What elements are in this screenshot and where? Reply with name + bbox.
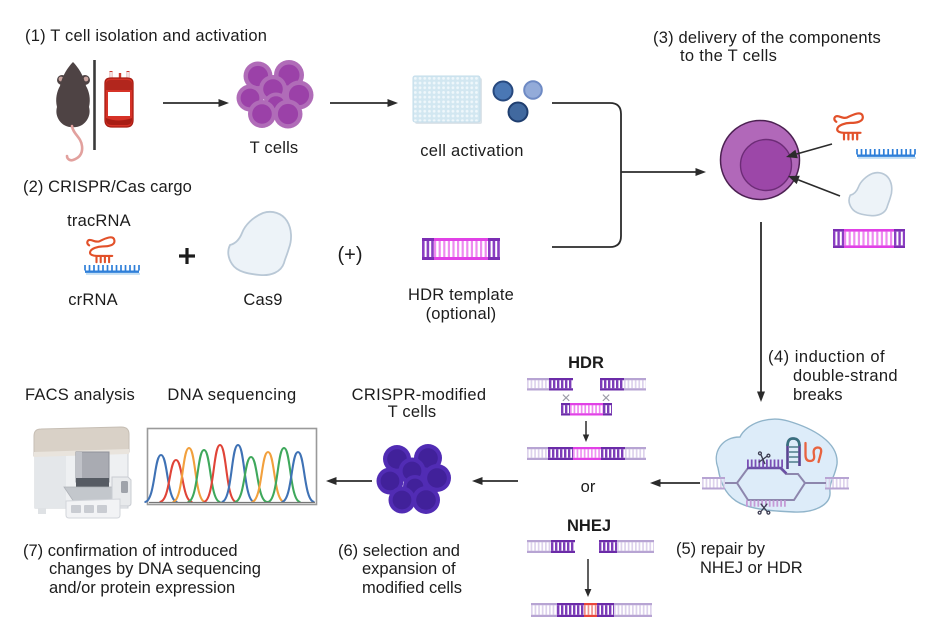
svg-text:NHEJ: NHEJ bbox=[567, 517, 611, 535]
svg-text:(2) CRISPR/Cas cargo: (2) CRISPR/Cas cargo bbox=[23, 178, 192, 196]
svg-text:cell activation: cell activation bbox=[420, 142, 524, 160]
svg-text:HDR template: HDR template bbox=[408, 286, 514, 304]
svg-text:HDR: HDR bbox=[568, 354, 604, 372]
svg-text:(+): (+) bbox=[338, 244, 363, 266]
svg-text:Cas9: Cas9 bbox=[243, 291, 282, 309]
svg-text:(optional): (optional) bbox=[426, 305, 497, 323]
svg-text:CRISPR-modified: CRISPR-modified bbox=[352, 386, 487, 404]
svg-text:(3) delivery of the components: (3) delivery of the components bbox=[653, 29, 881, 47]
svg-text:(4) induction of: (4) induction of bbox=[768, 348, 885, 366]
svg-text:modified cells: modified cells bbox=[362, 579, 462, 597]
svg-text:tracRNA: tracRNA bbox=[67, 212, 131, 230]
svg-text:(7) confirmation of introduced: (7) confirmation of introduced bbox=[23, 542, 238, 560]
svg-text:to the T cells: to the T cells bbox=[680, 47, 777, 65]
svg-text:changes by DNA sequencing: changes by DNA sequencing bbox=[49, 560, 261, 578]
svg-text:DNA sequencing: DNA sequencing bbox=[167, 386, 296, 404]
svg-text:breaks: breaks bbox=[793, 386, 843, 404]
svg-text:(5) repair by: (5) repair by bbox=[676, 540, 766, 558]
svg-text:NHEJ or HDR: NHEJ or HDR bbox=[700, 559, 803, 577]
svg-text:expansion of: expansion of bbox=[362, 560, 456, 578]
svg-text:×: × bbox=[601, 390, 610, 407]
svg-text:(6) selection and: (6) selection and bbox=[338, 542, 460, 560]
svg-text:and/or protein expression: and/or protein expression bbox=[49, 579, 235, 597]
svg-text:×: × bbox=[561, 390, 570, 407]
svg-text:T cells: T cells bbox=[250, 139, 299, 157]
svg-text:or: or bbox=[581, 478, 596, 496]
svg-text:T cells: T cells bbox=[388, 403, 437, 421]
svg-text:(1) T cell isolation and activ: (1) T cell isolation and activation bbox=[25, 27, 267, 45]
svg-text:double-strand: double-strand bbox=[793, 367, 898, 385]
svg-text:FACS analysis: FACS analysis bbox=[25, 386, 135, 404]
svg-text:crRNA: crRNA bbox=[68, 291, 118, 309]
